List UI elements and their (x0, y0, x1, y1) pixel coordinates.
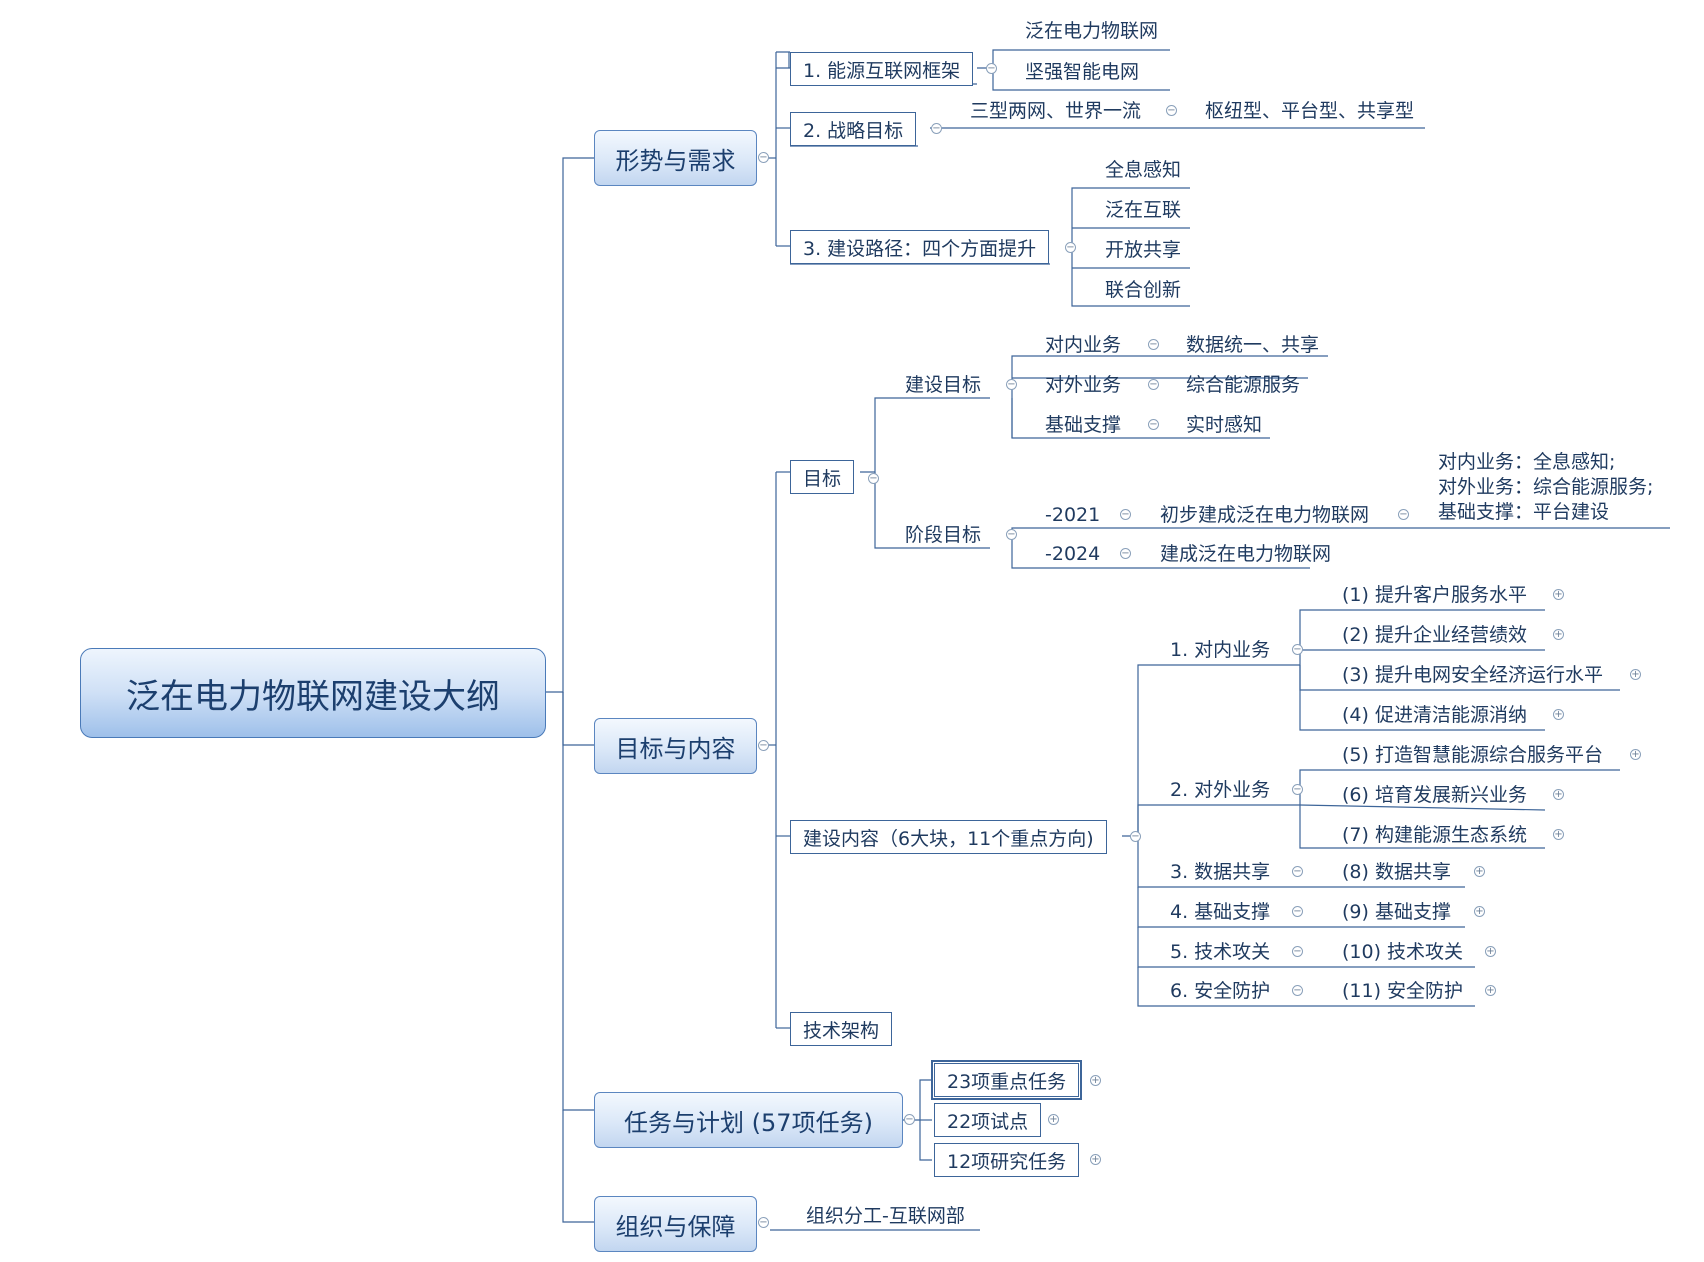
collapse-toggle-icon[interactable]: − (1148, 379, 1159, 390)
content-group-external[interactable]: 2. 对外业务 (1170, 779, 1271, 801)
collapse-toggle-icon[interactable]: − (904, 1114, 915, 1125)
collapse-toggle-icon[interactable]: − (758, 152, 769, 163)
direction-item[interactable]: (5) 打造智慧能源综合服务平台 (1342, 744, 1603, 766)
leaf-three-types-two-nets[interactable]: 三型两网、世界一流 (970, 100, 1142, 122)
expand-toggle-icon[interactable]: + (1553, 589, 1564, 600)
collapse-toggle-icon[interactable]: − (758, 740, 769, 751)
node-goal[interactable]: 目标 (790, 460, 855, 494)
collapse-toggle-icon[interactable]: − (1065, 242, 1076, 253)
stage-note-line: 基础支撑：平台建设 (1438, 501, 1610, 523)
expand-toggle-icon[interactable]: + (1474, 866, 1485, 877)
stage-note-line: 对外业务：综合能源服务; (1438, 476, 1654, 498)
collapse-toggle-icon[interactable]: − (1292, 985, 1303, 996)
build-goal-value[interactable]: 综合能源服务 (1186, 374, 1301, 396)
collapse-toggle-icon[interactable]: − (1130, 831, 1141, 842)
expand-toggle-icon[interactable]: + (1485, 985, 1496, 996)
expand-toggle-icon[interactable]: + (1048, 1114, 1059, 1125)
direction-item[interactable]: (6) 培育发展新兴业务 (1342, 784, 1527, 806)
collapse-toggle-icon[interactable]: − (986, 63, 997, 74)
collapse-toggle-icon[interactable]: − (931, 123, 942, 134)
content-group-infra[interactable]: 4. 基础支撑 (1170, 901, 1271, 923)
stage-goal-2021[interactable]: 初步建成泛在电力物联网 (1160, 504, 1370, 526)
stage-note-line: 对内业务：全息感知; (1438, 451, 1616, 473)
content-group-internal[interactable]: 1. 对内业务 (1170, 639, 1271, 661)
direction-item[interactable]: (10) 技术攻关 (1342, 941, 1464, 963)
task-pilots[interactable]: 22项试点 (934, 1103, 1042, 1137)
node-construction-path[interactable]: 3. 建设路径：四个方面提升 (790, 230, 1050, 264)
expand-toggle-icon[interactable]: + (1485, 946, 1496, 957)
root-node[interactable]: 泛在电力物联网建设大纲 (80, 648, 546, 738)
node-build-goal[interactable]: 建设目标 (905, 374, 982, 396)
collapse-toggle-icon[interactable]: − (1166, 105, 1177, 116)
expand-toggle-icon[interactable]: + (1474, 906, 1485, 917)
task-research[interactable]: 12项研究任务 (934, 1143, 1080, 1177)
collapse-toggle-icon[interactable]: − (1398, 509, 1409, 520)
collapse-toggle-icon[interactable]: − (1120, 509, 1131, 520)
collapse-toggle-icon[interactable]: − (1292, 866, 1303, 877)
stage-year-2024[interactable]: -2024 (1045, 543, 1101, 565)
expand-toggle-icon[interactable]: + (1553, 629, 1564, 640)
node-strategic-goal[interactable]: 2. 战略目标 (790, 112, 917, 146)
node-stage-goal[interactable]: 阶段目标 (905, 524, 982, 546)
node-construction-content[interactable]: 建设内容（6大块，11个重点方向) (790, 820, 1107, 854)
node-energy-internet-framework[interactable]: 1. 能源互联网框架 (790, 52, 974, 86)
collapse-toggle-icon[interactable]: − (1292, 784, 1303, 795)
leaf-ubiquitous-interconnect[interactable]: 泛在互联 (1105, 199, 1182, 221)
direction-item[interactable]: (11) 安全防护 (1342, 980, 1464, 1002)
branch-situation-demand[interactable]: 形势与需求 (594, 130, 757, 186)
expand-toggle-icon[interactable]: + (1553, 709, 1564, 720)
collapse-toggle-icon[interactable]: − (1120, 548, 1131, 559)
expand-toggle-icon[interactable]: + (1090, 1075, 1101, 1086)
leaf-hub-platform-sharing[interactable]: 枢纽型、平台型、共享型 (1205, 100, 1415, 122)
content-group-data[interactable]: 3. 数据共享 (1170, 861, 1271, 883)
task-key-tasks[interactable]: 23项重点任务 (930, 1060, 1083, 1100)
collapse-toggle-icon[interactable]: − (1006, 529, 1017, 540)
leaf-ubiquitous-iot[interactable]: 泛在电力物联网 (1025, 20, 1159, 42)
direction-item[interactable]: (4) 促进清洁能源消纳 (1342, 704, 1527, 726)
content-group-tech[interactable]: 5. 技术攻关 (1170, 941, 1271, 963)
build-goal-key[interactable]: 对内业务 (1045, 334, 1122, 356)
expand-toggle-icon[interactable]: + (1553, 829, 1564, 840)
direction-item[interactable]: (3) 提升电网安全经济运行水平 (1342, 664, 1603, 686)
leaf-joint-innovation[interactable]: 联合创新 (1105, 279, 1182, 301)
build-goal-value[interactable]: 数据统一、共享 (1186, 334, 1320, 356)
direction-item[interactable]: (9) 基础支撑 (1342, 901, 1451, 923)
direction-item[interactable]: (1) 提升客户服务水平 (1342, 584, 1527, 606)
expand-toggle-icon[interactable]: + (1090, 1154, 1101, 1165)
build-goal-key[interactable]: 基础支撑 (1045, 414, 1122, 436)
stage-goal-2024[interactable]: 建成泛在电力物联网 (1160, 543, 1332, 565)
stage-year-2021[interactable]: -2021 (1045, 504, 1101, 526)
collapse-toggle-icon[interactable]: − (1292, 906, 1303, 917)
direction-item[interactable]: (8) 数据共享 (1342, 861, 1451, 883)
collapse-toggle-icon[interactable]: − (1292, 946, 1303, 957)
build-goal-value[interactable]: 实时感知 (1186, 414, 1263, 436)
branch-organization[interactable]: 组织与保障 (594, 1196, 757, 1252)
direction-item[interactable]: (7) 构建能源生态系统 (1342, 824, 1527, 846)
collapse-toggle-icon[interactable]: − (868, 473, 879, 484)
node-tech-architecture[interactable]: 技术架构 (790, 1012, 893, 1046)
leaf-open-sharing[interactable]: 开放共享 (1105, 239, 1182, 261)
org-division-item[interactable]: 组织分工-互联网部 (806, 1205, 965, 1227)
direction-item[interactable]: (2) 提升企业经营绩效 (1342, 624, 1527, 646)
collapse-toggle-icon[interactable]: − (1148, 419, 1159, 430)
expand-toggle-icon[interactable]: + (1553, 789, 1564, 800)
expand-toggle-icon[interactable]: + (1630, 749, 1641, 760)
collapse-toggle-icon[interactable]: − (1292, 644, 1303, 655)
collapse-toggle-icon[interactable]: − (1006, 379, 1017, 390)
expand-toggle-icon[interactable]: + (1630, 669, 1641, 680)
collapse-toggle-icon[interactable]: − (758, 1217, 769, 1228)
leaf-holographic-sensing[interactable]: 全息感知 (1105, 159, 1182, 181)
branch-goals-content[interactable]: 目标与内容 (594, 718, 757, 774)
leaf-strong-smart-grid[interactable]: 坚强智能电网 (1025, 61, 1140, 83)
collapse-toggle-icon[interactable]: − (1148, 339, 1159, 350)
build-goal-key[interactable]: 对外业务 (1045, 374, 1122, 396)
content-group-security[interactable]: 6. 安全防护 (1170, 980, 1271, 1002)
branch-tasks-plans[interactable]: 任务与计划 (57项任务) (594, 1092, 903, 1148)
